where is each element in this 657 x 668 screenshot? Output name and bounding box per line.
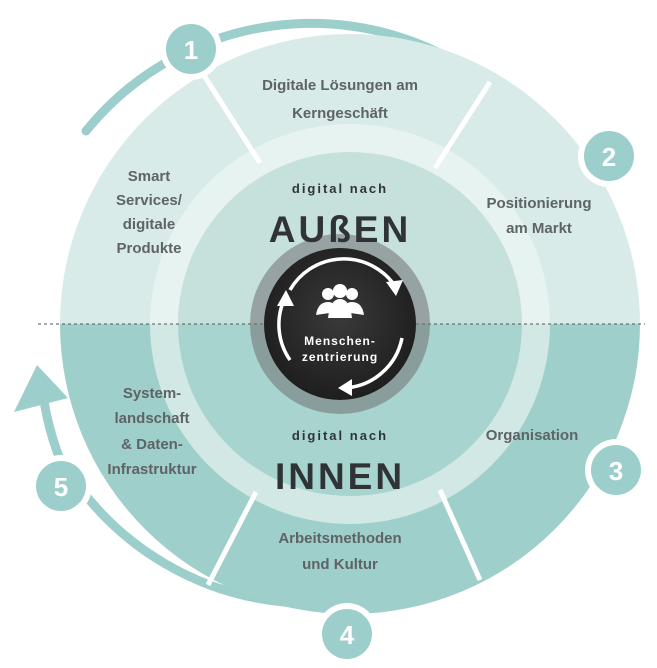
segment-bottom-right-line1: Organisation bbox=[486, 427, 579, 444]
segment-top-line1: Digitale Lösungen am bbox=[262, 77, 418, 94]
outward-small-label: digital nach bbox=[292, 181, 388, 196]
step-badge-2-number: 2 bbox=[602, 142, 616, 172]
segment-top-left-line1: Smart bbox=[128, 168, 171, 185]
step-badge-3-number: 3 bbox=[609, 456, 623, 486]
step-badge-4-number: 4 bbox=[340, 620, 355, 650]
segment-top-right-line1: Positionierung bbox=[487, 195, 592, 212]
segment-bottom-left-line1: System- bbox=[123, 385, 181, 402]
segment-bottom-right: Organisation bbox=[486, 427, 579, 444]
segment-top-left-line3: digitale bbox=[123, 216, 176, 233]
step-badge-2: 2 bbox=[578, 125, 640, 187]
segment-bottom-left-line3: & Daten- bbox=[121, 436, 183, 453]
circular-arrows-icon bbox=[288, 257, 397, 291]
segment-top-left-line2: Services/ bbox=[116, 192, 183, 209]
segment-bottom-left-line2: landschaft bbox=[114, 410, 189, 427]
inward-small-label: digital nach bbox=[292, 428, 388, 443]
step-badge-5-number: 5 bbox=[54, 472, 68, 502]
center-label-line2: zentrierung bbox=[302, 350, 378, 364]
step-badge-4: 4 bbox=[316, 603, 378, 665]
segment-top-left: Smart Services/ digitale Produkte bbox=[116, 168, 183, 257]
segment-bottom-left: System- landschaft & Daten- Infrastruktu… bbox=[107, 385, 196, 478]
cycle-arrow-head bbox=[14, 365, 68, 412]
segment-dividers bbox=[200, 72, 493, 587]
center-label-line1: Menschen- bbox=[304, 334, 376, 348]
segment-bottom-left-line4: Infrastruktur bbox=[107, 461, 196, 478]
inward-half bbox=[60, 324, 640, 614]
step-badge-1-number: 1 bbox=[184, 35, 198, 65]
step-badge-5: 5 bbox=[30, 455, 92, 517]
segment-bottom-line1: Arbeitsmethoden bbox=[278, 530, 401, 547]
segment-bottom-line2: und Kultur bbox=[302, 556, 378, 573]
step-badge-3: 3 bbox=[585, 439, 647, 501]
inward-big-label: INNEN bbox=[275, 456, 405, 497]
segment-top-left-line4: Produkte bbox=[116, 240, 181, 257]
center-hub: Menschen- zentrierung bbox=[250, 234, 430, 414]
outward-big-label: AUßEN bbox=[269, 209, 411, 250]
segment-top: Digitale Lösungen am Kerngeschäft bbox=[262, 77, 418, 122]
segment-bottom: Arbeitsmethoden und Kultur bbox=[278, 530, 401, 573]
step-badge-1: 1 bbox=[160, 18, 222, 80]
segment-top-right-line2: am Markt bbox=[506, 220, 572, 237]
segment-top-right: Positionierung am Markt bbox=[487, 195, 592, 237]
segment-top-line2: Kerngeschäft bbox=[292, 105, 388, 122]
people-group-icon bbox=[316, 284, 364, 318]
